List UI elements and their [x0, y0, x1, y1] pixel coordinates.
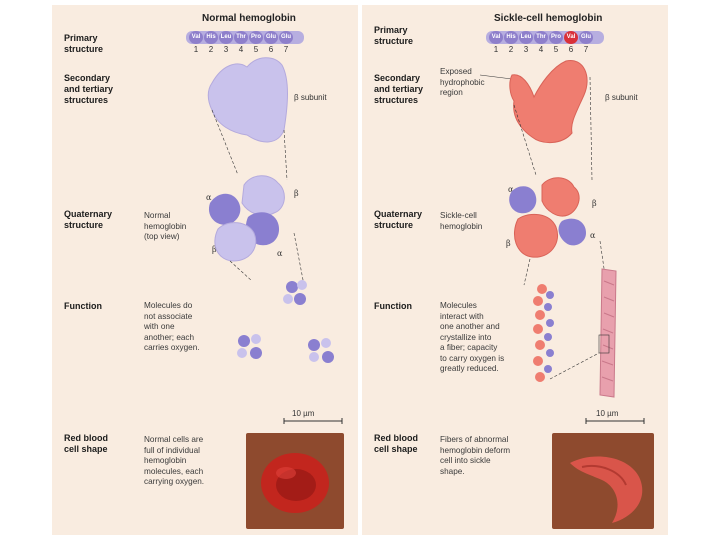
normal-hemoglobin-panel: Normal hemoglobin Primary structure Seco… — [52, 5, 358, 535]
free-molecule-3 — [308, 338, 334, 363]
sickle-cell-hemoglobin-panel: Sickle-cell hemoglobin Primary structure… — [362, 5, 668, 535]
sickle-rbc-photo — [552, 433, 654, 529]
beta-subunit-shape — [510, 60, 587, 142]
hemoglobin-fiber — [599, 269, 616, 397]
normal-rbc-photo — [246, 433, 344, 529]
sickle-red-blood-cell — [552, 433, 654, 529]
beta-subunit-shape — [208, 58, 287, 142]
normal-red-blood-cell — [246, 433, 344, 529]
hemoglobin-polymer-chain — [533, 284, 554, 382]
sickle-tetramer — [509, 178, 586, 257]
free-molecule-1 — [283, 280, 307, 305]
free-molecule-2 — [237, 334, 262, 359]
normal-tetramer — [209, 176, 284, 261]
